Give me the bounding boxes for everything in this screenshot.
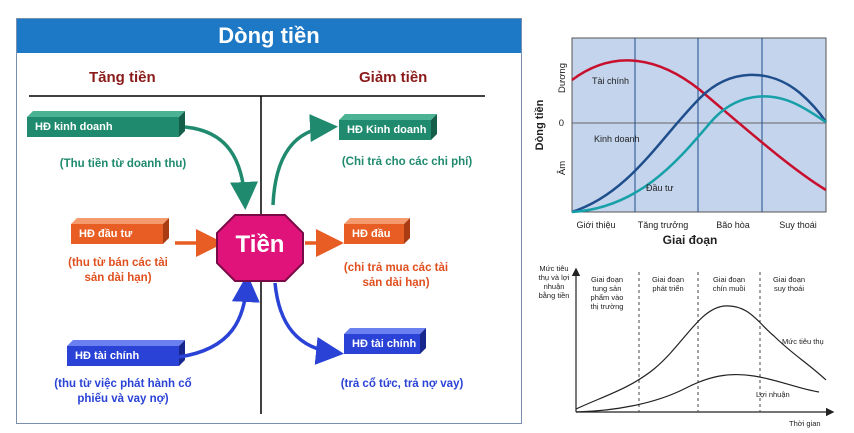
- x-tick-label: Giới thiệu: [577, 220, 616, 230]
- y-label-line: Mức tiêu: [539, 264, 568, 273]
- y-tick-label: Dương: [557, 63, 568, 93]
- arrow-finance-out: [273, 282, 344, 365]
- decrease-header: Giảm tiền: [359, 69, 428, 86]
- out-finance-box: HĐ tài chính: [344, 334, 420, 354]
- stage-label: Giai đoạn: [591, 275, 623, 284]
- series-line-financing: [571, 59, 827, 192]
- in-finance-box: HĐ tài chính: [67, 346, 179, 366]
- y-tick-label: 0: [559, 118, 564, 129]
- in-finance-note: (thu từ việc phát hành cổ phiếu và vay n…: [54, 378, 192, 405]
- in-invest-note: (thu từ bán các tài sản dài hạn): [68, 257, 168, 284]
- stage-label: Giai đoạn: [713, 275, 745, 284]
- x-axis-label: Thời gian: [789, 419, 821, 428]
- center-label: Tiền: [235, 231, 285, 258]
- cashflow-lifecycle-chart: Tài chính Kinh doanh Đầu tư Dương 0 Âm D…: [534, 37, 828, 247]
- series-line-sales: [575, 305, 827, 410]
- out-business-note: (Chi trả cho các chi phí): [341, 156, 473, 168]
- stage-label: thị trường: [591, 302, 624, 311]
- x-tick-label: Bão hòa: [716, 220, 750, 230]
- y-label-line: bằng tiền: [539, 291, 570, 300]
- arrow-business-in: [184, 125, 259, 210]
- series-label-investing: Đầu tư: [646, 183, 674, 193]
- arrow-business-out: [271, 114, 338, 206]
- x-axis-label: Giai đoạn: [663, 233, 718, 247]
- series-label-sales: Mức tiêu thụ: [782, 337, 824, 346]
- x-tick-label: Suy thoái: [779, 220, 817, 230]
- y-label-line: thụ và lợi: [539, 273, 570, 282]
- series-line-investing: [571, 95, 827, 214]
- stage-label: suy thoái: [774, 284, 804, 293]
- y-axis-label: Dòng tiền: [534, 99, 546, 150]
- in-business-box: HĐ kinh doanh: [27, 117, 179, 137]
- diagram-title: Dòng tiền: [17, 19, 521, 53]
- stage-label: chín muồi: [713, 284, 746, 293]
- stage-label: Giai đoạn: [652, 275, 684, 284]
- out-invest-note: (chi trả mua các tài sản dài hạn): [343, 262, 449, 289]
- increase-header: Tăng tiền: [89, 69, 156, 86]
- stage-label: phát triển: [652, 284, 683, 293]
- cashflow-diagram: Dòng tiền Tăng tiền Giảm tiền: [16, 18, 522, 424]
- series-label-profit: Lợi nhuận: [756, 390, 790, 399]
- out-business-box: HĐ Kinh doanh: [339, 120, 431, 140]
- stage-label: phẩm vào: [591, 293, 624, 302]
- plot-area: [571, 37, 827, 213]
- series-line-profit: [575, 373, 820, 413]
- series-label-financing: Tài chính: [592, 76, 629, 86]
- arrow-finance-in: [178, 274, 260, 359]
- center-octagon: [216, 214, 304, 282]
- out-finance-note: (trả cổ tức, trả nợ vay): [340, 378, 464, 390]
- product-lifecycle-chart: Mức tiêu thụ và lợi nhuận bằng tiền Giai…: [539, 264, 835, 428]
- stage-label: tung sản: [593, 284, 622, 293]
- in-business-note: (Thu tiền từ doanh thu): [59, 158, 187, 170]
- diagram-graphics: [27, 95, 485, 414]
- series-line-operating: [571, 73, 828, 214]
- x-tick-label: Tăng trưởng: [638, 220, 688, 230]
- in-invest-box: HĐ đầu tư: [71, 224, 163, 244]
- y-label-line: nhuận: [544, 282, 565, 291]
- y-tick-label: Âm: [557, 161, 568, 175]
- stage-label: Giai đoạn: [773, 275, 805, 284]
- out-invest-box: HĐ đầu tư: [344, 224, 404, 260]
- series-label-operating: Kinh doanh: [594, 134, 640, 144]
